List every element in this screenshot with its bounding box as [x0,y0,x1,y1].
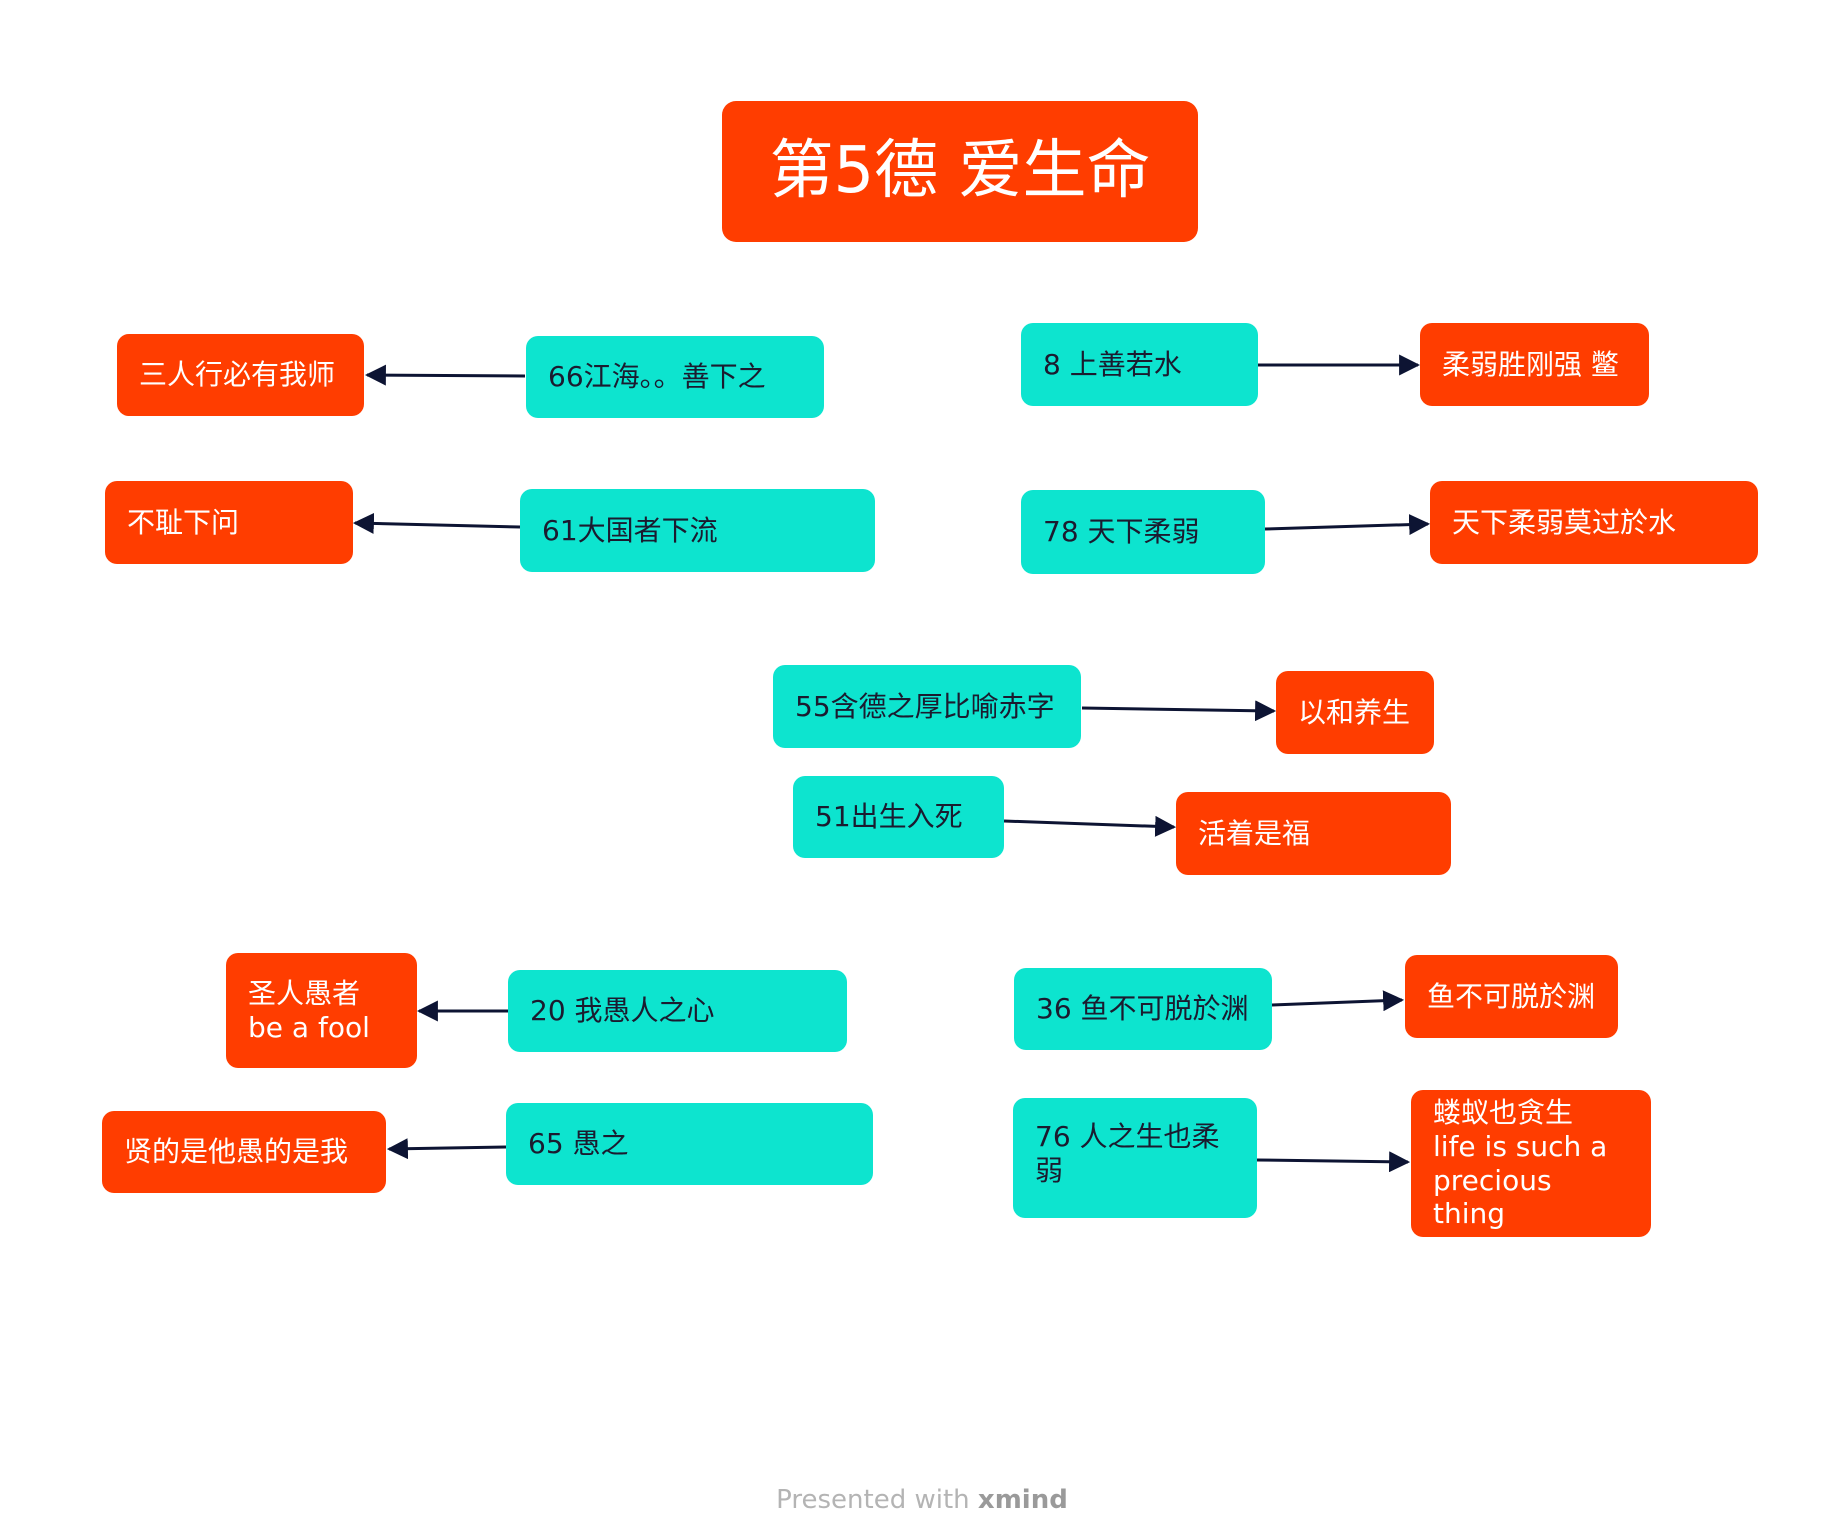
topic-36-label: 36 鱼不可脱於渊 [1036,992,1249,1026]
topic-55-result-label: 以和养生 [1298,695,1411,729]
connector-66 [364,364,526,386]
topic-66[interactable]: 66江海。。善下之 [526,336,824,418]
topic-36[interactable]: 36 鱼不可脱於渊 [1014,968,1272,1050]
topic-51[interactable]: 51出生入死 [793,776,1004,858]
topic-65-result-label: 贤的是他愚的是我 [124,1135,349,1169]
topic-78[interactable]: 78 天下柔弱 [1021,490,1265,574]
connector-51 [1003,815,1177,837]
topic-51-result-label: 活着是福 [1198,816,1311,850]
topic-78-result-label: 天下柔弱莫过於水 [1452,505,1677,539]
topic-76[interactable]: 76 人之生也柔 弱 [1013,1098,1257,1218]
topic-61-result[interactable]: 不耻下问 [105,481,353,564]
topic-20-label: 20 我愚人之心 [530,994,715,1028]
topic-55[interactable]: 55含德之厚比喻赤字 [773,665,1081,748]
topic-76-label: 76 人之生也柔 弱 [1035,1120,1220,1187]
connector-76 [1256,1151,1411,1173]
topic-20-result-label: 圣人愚者 be a fool [248,976,370,1044]
topic-8[interactable]: 8 上善若水 [1021,323,1258,406]
topic-55-result[interactable]: 以和养生 [1276,671,1434,754]
topic-66-result-label: 三人行必有我师 [139,358,336,392]
topic-20-result[interactable]: 圣人愚者 be a fool [226,953,417,1068]
topic-36-result[interactable]: 鱼不可脱於渊 [1405,955,1618,1038]
topic-66-result[interactable]: 三人行必有我师 [117,334,364,416]
topic-66-label: 66江海。。善下之 [548,360,766,394]
topic-61-label: 61大国者下流 [542,513,718,547]
topic-65-result[interactable]: 贤的是他愚的是我 [102,1111,386,1193]
connector-36 [1271,990,1405,1012]
topic-65-label: 65 愚之 [528,1127,629,1161]
footer-brand: xmind [977,1485,1068,1515]
footer-watermark: Presented with xmind [0,1485,1844,1515]
central-topic-label: 第5德 爱生命 [769,134,1151,209]
connector-65 [386,1138,507,1160]
topic-8-label: 8 上善若水 [1043,347,1182,381]
topic-20[interactable]: 20 我愚人之心 [508,970,847,1052]
central-topic[interactable]: 第5德 爱生命 [722,101,1198,242]
topic-8-result[interactable]: 柔弱胜刚强 鳖 [1420,323,1649,406]
topic-65[interactable]: 65 愚之 [506,1103,873,1185]
connector-61 [352,512,521,534]
topic-55-label: 55含德之厚比喻赤字 [795,689,1055,723]
topic-36-result-label: 鱼不可脱於渊 [1427,979,1596,1013]
topic-78-label: 78 天下柔弱 [1043,515,1200,549]
connector-55 [1081,700,1277,722]
topic-61[interactable]: 61大国者下流 [520,489,875,572]
topic-76-result-label: 蝼蚁也贪生 life is such a precious thing [1433,1096,1608,1231]
topic-51-label: 51出生入死 [815,800,963,834]
topic-78-result[interactable]: 天下柔弱莫过於水 [1430,481,1758,564]
topic-76-result[interactable]: 蝼蚁也贪生 life is such a precious thing [1411,1090,1651,1237]
connector-78 [1264,514,1431,536]
topic-51-result[interactable]: 活着是福 [1176,792,1451,875]
topic-8-result-label: 柔弱胜刚强 鳖 [1442,347,1619,381]
topic-61-result-label: 不耻下问 [127,505,240,539]
footer-prefix: Presented with [776,1485,970,1515]
